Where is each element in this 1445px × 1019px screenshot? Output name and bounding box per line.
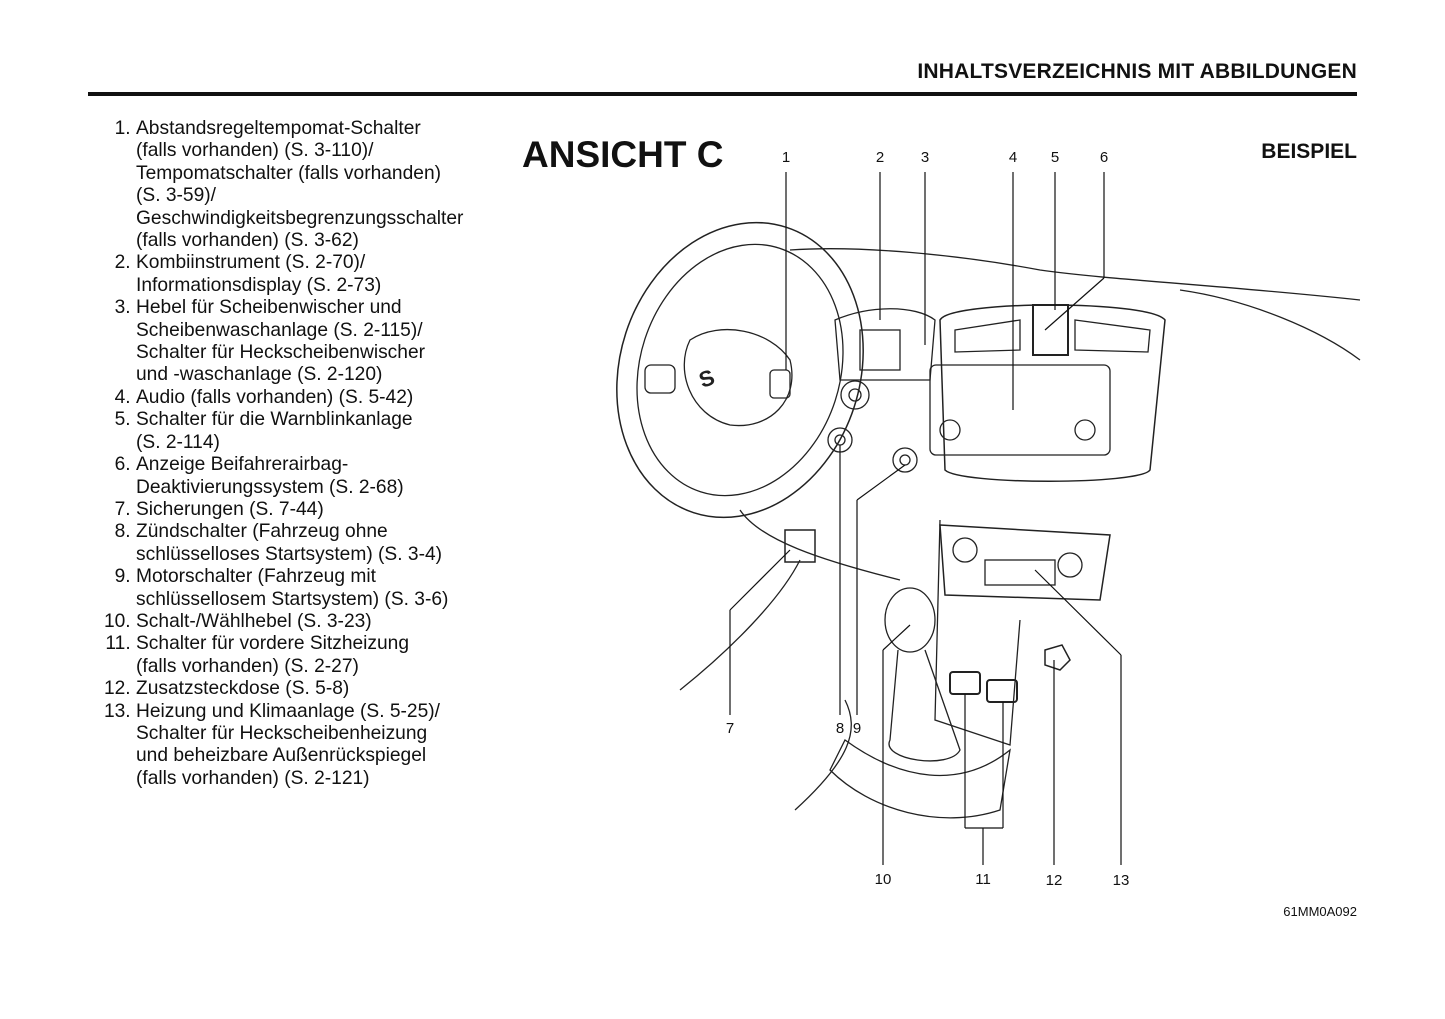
callout-10: 10 (874, 871, 892, 888)
list-item: 10.Schalt-/Wählhebel (S. 3-23) (103, 610, 372, 632)
list-item: 5.Schalter für die Warnblinkanlage (S. 2… (114, 409, 413, 453)
list-item: 9.Motorschalter (Fahrzeug mit schlüssell… (114, 566, 449, 610)
list-item: 4.Audio (falls vorhanden) (S. 5-42) (114, 386, 414, 408)
page-header-title: INHALTSVERZEICHNIS MIT ABBILDUNGEN (917, 60, 1357, 83)
callout-8: 8 (835, 720, 845, 737)
component-list: 1.Abstandsregeltempomat-Schalter (falls … (96, 118, 463, 790)
list-item: 1.Abstandsregeltempomat-Schalter (falls … (114, 118, 464, 252)
callout-12: 12 (1045, 872, 1063, 889)
figure-code: 61MM0A092 (1283, 904, 1357, 919)
callout-3: 3 (920, 149, 930, 166)
figure-title: ANSICHT C (522, 134, 724, 175)
callout-13: 13 (1112, 872, 1130, 889)
list-item: 13.Heizung und Klimaanlage (S. 5-25)/ Sc… (103, 700, 440, 789)
callout-5: 5 (1050, 149, 1060, 166)
callout-4: 4 (1008, 149, 1018, 166)
callout-6: 6 (1099, 149, 1109, 166)
list-item: 11.Schalter für vordere Sitzheizung (fal… (105, 633, 410, 677)
callout-7: 7 (725, 720, 735, 737)
callout-11: 11 (975, 871, 991, 888)
list-item: 12.Zusatzsteckdose (S. 5-8) (103, 678, 350, 700)
callout-9: 9 (852, 720, 862, 737)
list-item: 6.Anzeige Beifahrerairbag- Deaktivierung… (114, 454, 404, 498)
callout-2: 2 (875, 149, 885, 166)
list-item: 3.Hebel für Scheibenwischer und Scheiben… (114, 297, 426, 386)
example-note: BEISPIEL (1261, 140, 1357, 163)
list-item: 7.Sicherungen (S. 7-44) (114, 498, 324, 520)
svg-text:S: S (695, 364, 717, 393)
list-item: 8.Zündschalter (Fahrzeug ohne schlüssell… (114, 521, 443, 565)
header-rule (88, 92, 1357, 96)
callout-1: 1 (781, 149, 791, 166)
list-item: 2.Kombiinstrument (S. 2-70)/ Information… (114, 252, 382, 296)
